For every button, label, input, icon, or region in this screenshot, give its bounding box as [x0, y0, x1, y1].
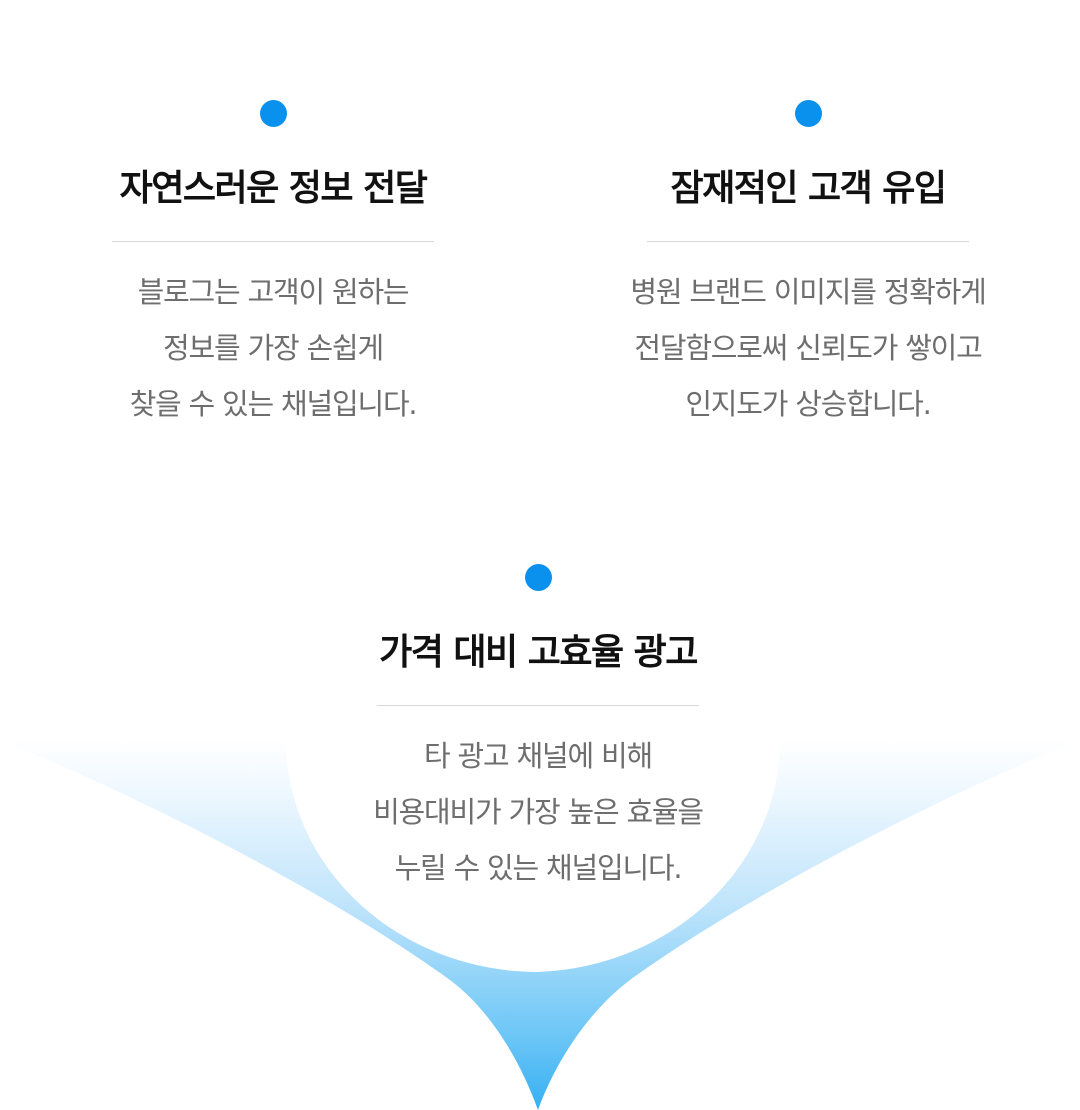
- description-line: 인지도가 상승합니다.: [685, 387, 932, 421]
- feature-potential-customers: 잠재적인 고객 유입 병원 브랜드 이미지를 정확하게 전달함으로써 신뢰도가 …: [598, 100, 1018, 432]
- description-line: 비용대비가 가장 높은 효율을: [373, 795, 704, 829]
- description-line: 전달함으로써 신뢰도가 쌓이고: [634, 331, 982, 365]
- divider: [647, 241, 969, 242]
- bullet-dot: [794, 100, 822, 127]
- divider: [377, 705, 699, 706]
- bullet-dot: [524, 564, 552, 591]
- feature-description: 타 광고 채널에 비해 비용대비가 가장 높은 효율을 누릴 수 있는 채널입니…: [328, 728, 748, 896]
- divider: [112, 241, 434, 242]
- feature-natural-info: 자연스러운 정보 전달 블로그는 고객이 원하는 정보를 가장 손쉽게 찾을 수…: [63, 100, 483, 432]
- feature-description: 블로그는 고객이 원하는 정보를 가장 손쉽게 찾을 수 있는 채널입니다.: [63, 264, 483, 432]
- feature-title: 자연스러운 정보 전달: [119, 168, 428, 209]
- feature-title: 잠재적인 고객 유입: [670, 168, 947, 209]
- description-line: 타 광고 채널에 비해: [424, 739, 653, 773]
- description-line: 블로그는 고객이 원하는: [137, 275, 410, 309]
- feature-title: 가격 대비 고효율 광고: [379, 632, 698, 673]
- feature-cost-efficiency: 가격 대비 고효율 광고 타 광고 채널에 비해 비용대비가 가장 높은 효율을…: [328, 564, 748, 896]
- description-line: 누릴 수 있는 채널입니다.: [394, 851, 683, 885]
- bullet-dot: [259, 100, 287, 127]
- description-line: 병원 브랜드 이미지를 정확하게: [630, 275, 986, 309]
- description-line: 찾을 수 있는 채널입니다.: [129, 387, 418, 421]
- description-line: 정보를 가장 손쉽게: [163, 331, 384, 365]
- feature-description: 병원 브랜드 이미지를 정확하게 전달함으로써 신뢰도가 쌓이고 인지도가 상승…: [598, 264, 1018, 432]
